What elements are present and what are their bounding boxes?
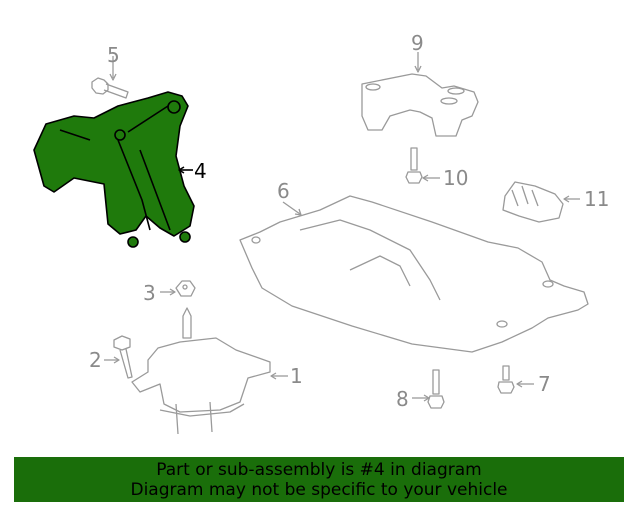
callout-9[interactable]: 9 — [411, 31, 424, 55]
mount-11-icon[interactable] — [502, 181, 580, 223]
banner-line-disclaimer: Diagram may not be specific to your vehi… — [130, 480, 508, 500]
nut-3-icon[interactable] — [160, 280, 196, 297]
callout-8[interactable]: 8 — [396, 387, 409, 411]
callout-1[interactable]: 1 — [290, 364, 303, 388]
callout-7[interactable]: 7 — [538, 372, 551, 396]
part-info-banner: Part or sub-assembly is #4 in diagram Di… — [14, 457, 624, 502]
bracket-9-icon[interactable] — [361, 52, 479, 137]
callout-6[interactable]: 6 — [277, 179, 290, 203]
callout-3[interactable]: 3 — [143, 281, 156, 305]
bolt-7-icon[interactable] — [497, 365, 534, 394]
crossmember-6-icon[interactable] — [239, 195, 589, 353]
mount-bracket-4-highlighted-icon[interactable] — [33, 91, 195, 248]
bolt-2-icon[interactable] — [104, 335, 133, 379]
callout-10[interactable]: 10 — [443, 166, 469, 190]
callout-2[interactable]: 2 — [89, 348, 102, 372]
callout-5[interactable]: 5 — [107, 43, 120, 67]
callout-4[interactable]: 4 — [194, 159, 207, 183]
engine-mount-1-icon[interactable] — [131, 307, 288, 435]
banner-line-part: Part or sub-assembly is #4 in diagram — [156, 460, 482, 480]
callout-11[interactable]: 11 — [584, 187, 610, 211]
bolt-8-icon[interactable] — [412, 369, 445, 409]
bolt-10-icon[interactable] — [405, 147, 440, 184]
bolt-5-icon[interactable] — [91, 56, 129, 99]
